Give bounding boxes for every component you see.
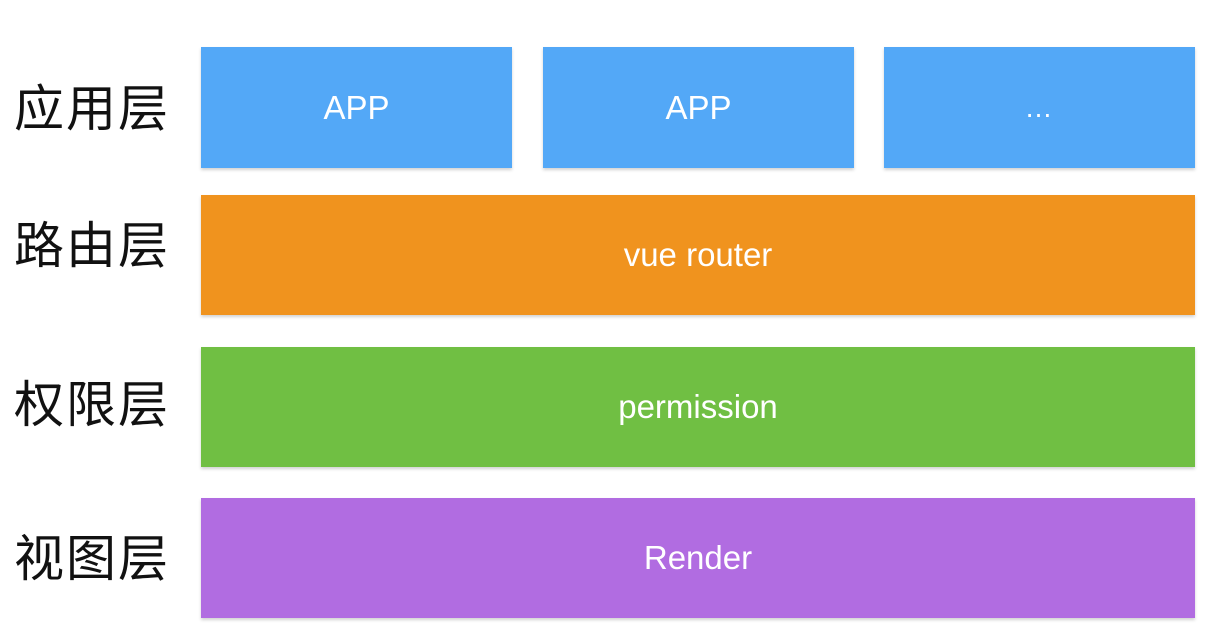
app-box-2: APP — [543, 47, 854, 168]
layer-label-permission: 权限层 — [14, 376, 170, 434]
app-box-more: … — [884, 47, 1195, 168]
app-box-1-label: APP — [323, 88, 390, 126]
render-box-label: Render — [643, 539, 753, 576]
router-box-label: vue router — [623, 236, 773, 273]
layer-label-view: 视图层 — [14, 530, 170, 588]
app-box-2-label: APP — [665, 88, 732, 126]
permission-box: permission — [201, 347, 1195, 467]
render-box: Render — [201, 498, 1195, 618]
app-box-1: APP — [201, 47, 512, 168]
permission-box-label: permission — [618, 388, 778, 425]
app-box-more-label: … — [1024, 91, 1055, 123]
layer-label-app: 应用层 — [14, 80, 170, 138]
router-box: vue router — [201, 195, 1195, 315]
layer-label-router: 路由层 — [14, 217, 170, 275]
